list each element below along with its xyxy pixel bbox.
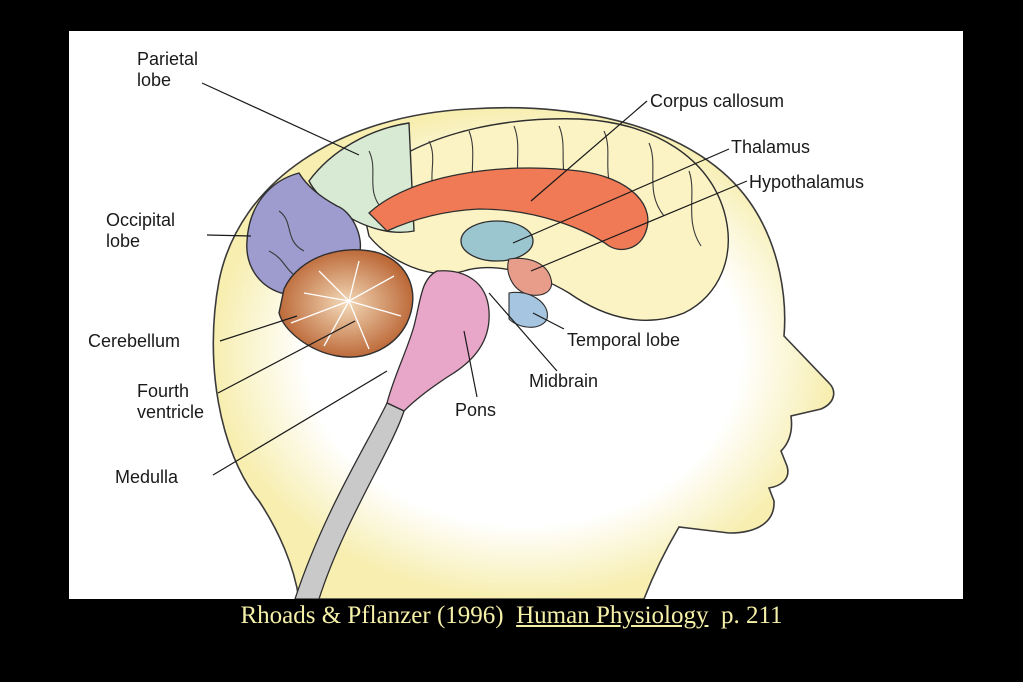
source-caption: Rhoads & Pflanzer (1996) Human Physiolog… xyxy=(0,599,1023,633)
fourth-ventricle-label-line2: ventricle xyxy=(137,402,205,422)
leader-lines xyxy=(201,82,748,476)
brainstem-region xyxy=(386,270,490,412)
caption-page: p. 211 xyxy=(720,602,783,629)
caption-book-title: Human Physiology xyxy=(516,602,709,629)
midbrain-label: Midbrain xyxy=(529,371,599,391)
figure-panel: Parietal lobe Occipital lobe Cerebellum … xyxy=(69,31,963,599)
temporal-lobe-label: Temporal lobe xyxy=(567,330,681,350)
hypothalamus-label: Hypothalamus xyxy=(749,172,865,192)
parietal-lobe-label-line1: Parietal xyxy=(137,49,199,69)
corpus-callosum-region xyxy=(368,167,649,250)
occipital-lobe-label-line2: lobe xyxy=(106,231,141,251)
brain-diagram xyxy=(201,82,835,599)
fourth-ventricle-label: Fourth ventricle xyxy=(137,381,204,423)
occipital-lobe-label: Occipital lobe xyxy=(106,210,175,252)
thalamus-region xyxy=(460,220,534,262)
cerebellum-label: Cerebellum xyxy=(88,331,181,351)
cerebellum-region xyxy=(278,249,414,358)
spinal-cord xyxy=(294,402,405,599)
caption-authors: Rhoads & Pflanzer (1996) xyxy=(240,602,504,629)
parietal-lobe-label: Parietal lobe xyxy=(137,49,198,91)
corpus-callosum-label: Corpus callosum xyxy=(650,91,785,111)
cerebellum-folia xyxy=(290,260,402,350)
thalamus-label: Thalamus xyxy=(731,137,811,157)
parietal-lobe-label-line2: lobe xyxy=(137,70,172,90)
pons-label: Pons xyxy=(455,400,497,420)
cerebral-cortex xyxy=(358,118,729,321)
medulla-label: Medulla xyxy=(115,467,179,487)
occipital-lobe-label-line1: Occipital xyxy=(106,210,176,230)
fourth-ventricle-label-line1: Fourth xyxy=(137,381,190,401)
